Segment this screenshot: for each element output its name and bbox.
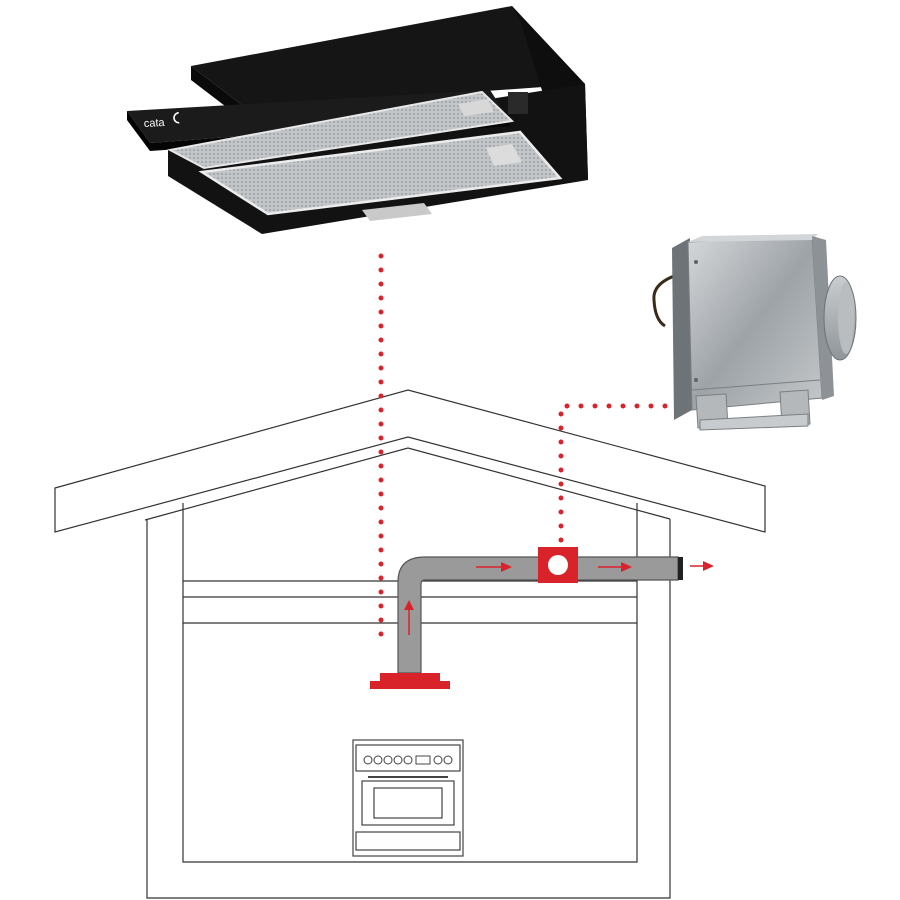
fan-cable	[652, 270, 689, 328]
fan-box-top	[688, 234, 818, 242]
hood-visor	[127, 90, 507, 143]
oven-window	[373, 787, 443, 819]
fan-box-side	[812, 236, 834, 400]
roof-inner	[144, 447, 671, 521]
cooker	[352, 739, 464, 857]
duct-system	[370, 547, 714, 689]
arrow-right-icon	[690, 561, 714, 571]
oven-door	[361, 780, 455, 826]
arrow-right-icon	[476, 562, 512, 572]
inline-fan-marker	[538, 547, 578, 583]
arrow-right-icon	[598, 562, 632, 572]
hood-control	[508, 92, 528, 114]
inline-fan-unit	[652, 234, 857, 431]
duct-outlet	[678, 557, 683, 580]
cooker-panel	[355, 744, 461, 772]
hood-brand-logo: cata	[144, 117, 166, 130]
fan-connector-dots	[558, 403, 693, 543]
wall-inner	[182, 503, 638, 863]
extract-grille	[380, 673, 440, 681]
cooker-knobs	[363, 755, 453, 765]
hood-light	[362, 203, 432, 221]
fan-box-front	[687, 235, 823, 411]
front-filter	[198, 130, 563, 216]
cooker-drawer	[355, 831, 461, 851]
fan-flange	[672, 238, 692, 420]
cooker-body	[352, 739, 464, 857]
rear-filter	[166, 90, 515, 170]
arrow-up-icon	[404, 600, 414, 635]
extract-grille-base	[370, 681, 450, 689]
brand-mark-icon	[173, 112, 180, 124]
airflow-arrows	[404, 561, 714, 635]
roof-outer	[54, 389, 766, 533]
range-hood: cata	[127, 6, 588, 234]
wall-outer	[146, 519, 671, 899]
hood-top	[191, 6, 585, 108]
connector-lines	[378, 253, 693, 643]
